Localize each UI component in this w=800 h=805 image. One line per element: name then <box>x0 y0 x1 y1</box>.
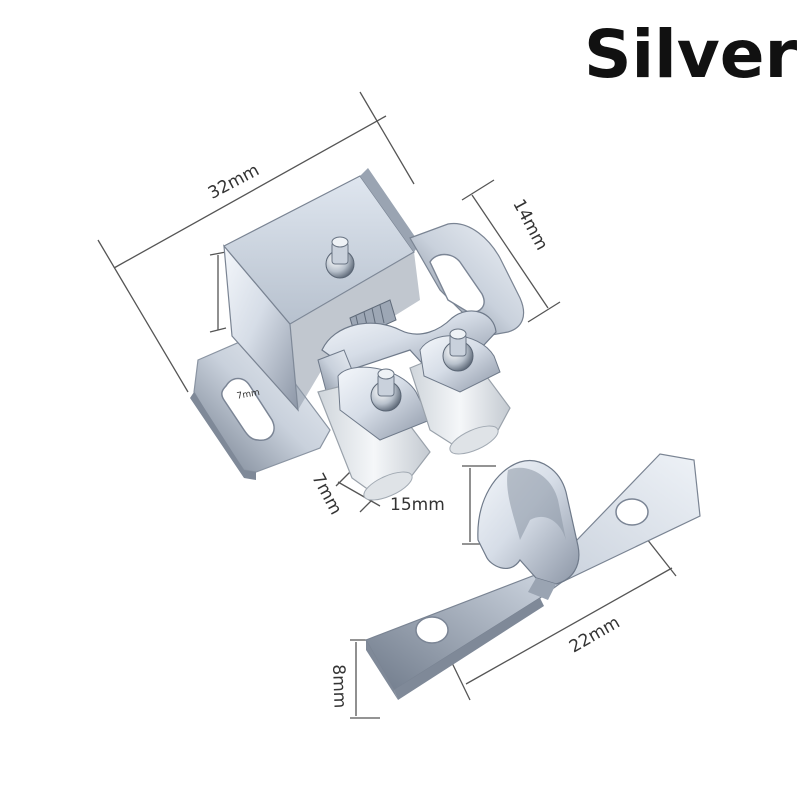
strike-plate <box>365 453 701 700</box>
catch-housing <box>223 168 525 412</box>
catch-base-plate <box>190 333 331 480</box>
title-color-label: Silver <box>584 16 798 93</box>
right-roller <box>409 335 511 455</box>
roller-rivets <box>370 328 474 412</box>
dimension-15mm: 15mm <box>390 495 445 515</box>
dimension-8mm: 8mm <box>328 664 350 709</box>
dimension-lines <box>97 91 677 719</box>
